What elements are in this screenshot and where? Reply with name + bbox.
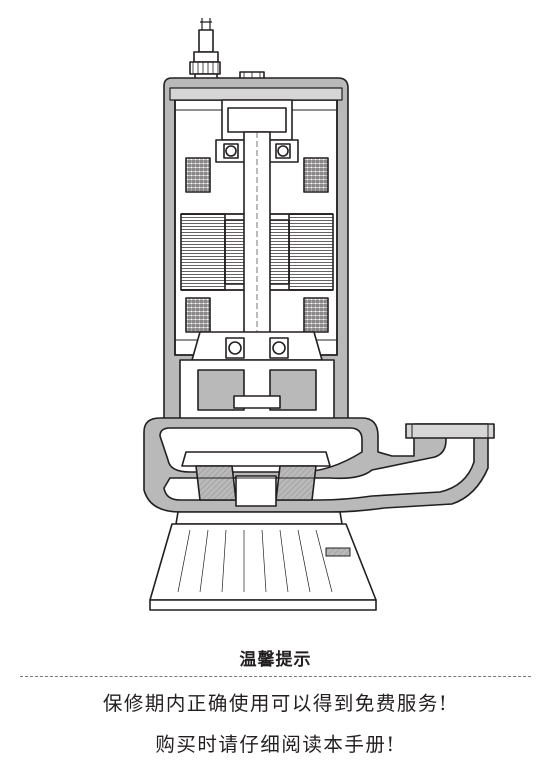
notice-line-warranty: 保修期内正确使用可以得到免费服务! [102, 692, 449, 715]
pump-base [149, 511, 377, 611]
pump-cross-section-drawing [143, 18, 495, 611]
lower-bearing-housing [191, 331, 323, 361]
stator-winding-top [185, 157, 329, 193]
oil-chamber [179, 359, 335, 421]
discharge-flange [405, 423, 495, 439]
notice-title: 温馨提示 [239, 650, 312, 670]
notice-line-read-manual: 购买时请仔细阅读本手册! [155, 733, 396, 756]
stator-winding-bottom [185, 297, 329, 333]
dashed-divider [20, 676, 531, 677]
impeller [181, 451, 331, 507]
